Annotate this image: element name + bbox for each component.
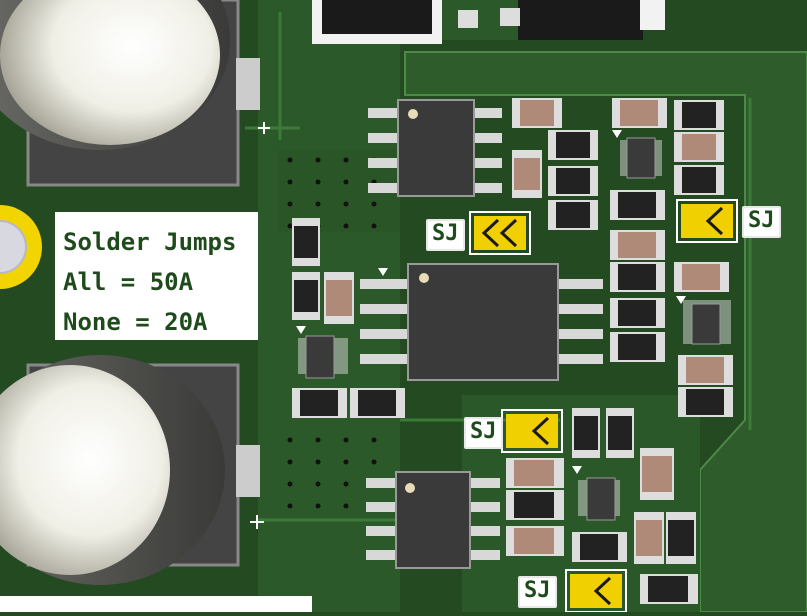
- ic-small-4: [572, 466, 620, 521]
- ic-small-1: [612, 130, 662, 179]
- sj-label-3: SJ: [464, 417, 503, 449]
- notes-line-1: Solder Jumps: [63, 228, 237, 256]
- sj-label-4: SJ: [518, 576, 557, 608]
- capacitor-bottom: [0, 355, 264, 585]
- ic-small-2: [676, 296, 731, 345]
- solder-jumper-pads: [469, 199, 738, 613]
- capacitor-top: [0, 0, 270, 187]
- solder-jump-notes: Solder Jumps All = 50A None = 20A: [55, 212, 258, 340]
- notes-line-3: None = 20A: [63, 308, 208, 336]
- passive-components: [292, 98, 733, 604]
- ic-mosfet-top: [368, 99, 502, 197]
- connector-top-right: [518, 0, 643, 40]
- sj-label-1: SJ: [426, 219, 465, 251]
- ic-small-3: [296, 326, 348, 379]
- sj-label-2: SJ: [742, 206, 781, 238]
- notes-line-2: All = 50A: [63, 268, 194, 296]
- ic-mosfet-bottom: [366, 471, 500, 569]
- mounting-hole: [0, 205, 42, 289]
- bottom-silkscreen-strip: [0, 596, 312, 612]
- ic-mosfet-center: [360, 263, 603, 381]
